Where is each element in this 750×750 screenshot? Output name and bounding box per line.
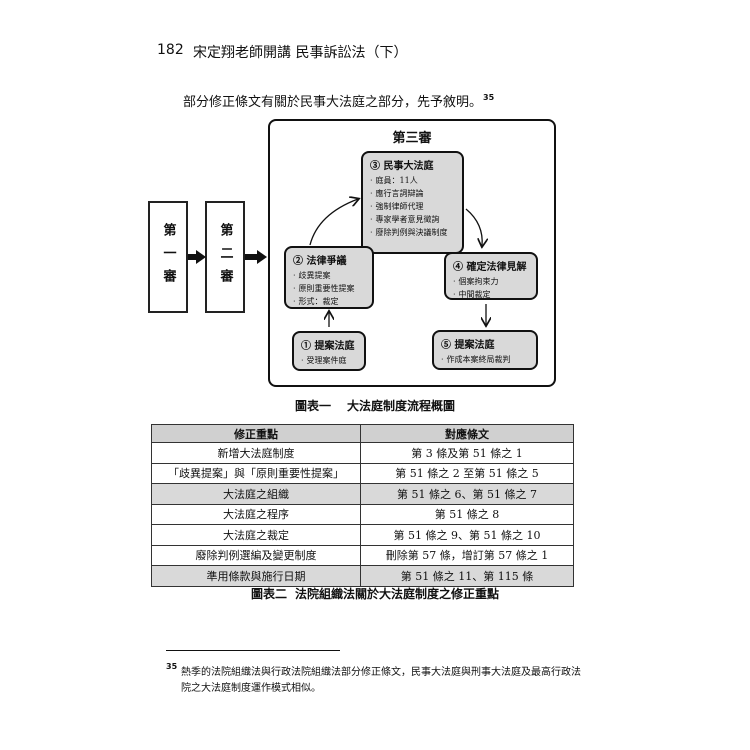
filing-chamber-item: 受理案件庭 bbox=[301, 354, 357, 367]
table-row: 大法庭之程序 第 51 條之 8 bbox=[151, 503, 574, 525]
legal-dispute-item: 形式：裁定 bbox=[293, 295, 365, 308]
first-instance-box: 第一審 bbox=[148, 201, 188, 313]
figure1-caption: 圖表一 大法庭制度流程概圖 bbox=[0, 397, 750, 414]
table-row: 廢除判例選編及變更制度 刪除第 57 條，增訂第 57 條之 1 bbox=[151, 544, 574, 566]
table-cell: 刪除第 57 條，增訂第 57 條之 1 bbox=[360, 544, 574, 566]
table-header-row: 修正重點 對應條文 bbox=[151, 424, 574, 443]
final-ruling-item: 作成本案終局裁判 bbox=[441, 353, 529, 366]
legal-view-item: 個案拘束力 bbox=[453, 275, 529, 288]
table-cell: 大法庭之程序 bbox=[151, 503, 361, 525]
legal-view-node: ④ 確定法律見解 個案拘束力 中間裁定 bbox=[444, 252, 538, 300]
grand-chamber-item: 強制律師代理 bbox=[370, 200, 455, 213]
running-head: 宋定翔老師開講 民事訴訟法（下） bbox=[193, 45, 408, 61]
legal-dispute-item: 原則重要性提案 bbox=[293, 282, 365, 295]
figure2-caption: 圖表二法院組織法關於大法庭制度之修正重點 bbox=[0, 585, 750, 602]
table-cell: 第 51 條之 6、第 51 條之 7 bbox=[360, 483, 574, 505]
third-instance-frame bbox=[268, 119, 556, 387]
arrow-grand-to-legal-view bbox=[465, 208, 482, 246]
table-cell: 新增大法庭制度 bbox=[151, 442, 361, 464]
intro-text: 部分修正條文有關於民事大法庭之部分，先予敘明。 bbox=[183, 95, 483, 110]
amendment-table: 修正重點 對應條文 新增大法庭制度 第 3 條及第 51 條之 1 「歧異提案」… bbox=[151, 424, 574, 587]
column-header: 修正重點 bbox=[151, 424, 361, 443]
table-cell: 第 3 條及第 51 條之 1 bbox=[360, 442, 574, 464]
arrow-second-to-third bbox=[245, 250, 267, 264]
column-header: 對應條文 bbox=[360, 424, 574, 443]
footnote-mark: 35 bbox=[166, 662, 178, 671]
table-cell: 準用條款與施行日期 bbox=[151, 565, 361, 587]
filing-chamber-title: ① 提案法庭 bbox=[301, 341, 355, 352]
footnote-reference[interactable]: 35 bbox=[483, 93, 495, 102]
footnote-text: 熱季的法院組織法與行政法院組織法部分修正條文，民事大法庭與刑事大法庭及最高行政法… bbox=[181, 667, 581, 694]
table-row: 大法庭之組織 第 51 條之 6、第 51 條之 7 bbox=[151, 483, 574, 505]
grand-chamber-item: 廢除判例與決議制度 bbox=[370, 226, 455, 239]
figure2-caption-text: 法院組織法關於大法庭制度之修正重點 bbox=[295, 587, 500, 601]
figure1-caption-label: 圖表一 bbox=[294, 399, 331, 413]
figure1-caption-text: 大法庭制度流程概圖 bbox=[347, 399, 456, 413]
table-cell: 第 51 條之 2 至第 51 條之 5 bbox=[360, 462, 574, 484]
grand-chamber-item: 應行言詞辯論 bbox=[370, 187, 455, 200]
table-row: 新增大法庭制度 第 3 條及第 51 條之 1 bbox=[151, 442, 574, 464]
legal-view-item: 中間裁定 bbox=[453, 288, 529, 301]
figure2-caption-label: 圖表二 bbox=[250, 587, 287, 601]
arrow-referral-to-grand bbox=[309, 199, 358, 246]
first-instance-label: 第一審 bbox=[160, 222, 176, 292]
table-cell: 廢除判例選編及變更制度 bbox=[151, 544, 361, 566]
filing-chamber-node: ① 提案法庭 受理案件庭 bbox=[292, 331, 366, 371]
table-cell: 第 51 條之 9、第 51 條之 10 bbox=[360, 524, 574, 546]
table-cell: 「歧異提案」與「原則重要性提案」 bbox=[151, 462, 361, 484]
flow-arrows bbox=[309, 119, 556, 387]
grand-chamber-item: 專家學者意見徵詢 bbox=[370, 213, 455, 226]
legal-dispute-title: ② 法律爭議 bbox=[293, 256, 347, 267]
second-instance-box: 第二審 bbox=[205, 201, 245, 313]
table-cell: 大法庭之裁定 bbox=[151, 524, 361, 546]
intro-paragraph: 部分修正條文有關於民事大法庭之部分，先予敘明。35 bbox=[183, 91, 494, 110]
arrow-first-to-second bbox=[188, 250, 206, 264]
grand-chamber-title: ③ 民事大法庭 bbox=[370, 161, 434, 172]
grand-chamber-item: 庭員：11人 bbox=[370, 174, 455, 187]
table-cell: 第 51 條之 11、第 115 條 bbox=[360, 565, 574, 587]
third-instance-title: 第三審 bbox=[392, 131, 432, 146]
table-row: 準用條款與施行日期 第 51 條之 11、第 115 條 bbox=[151, 565, 574, 587]
table-row: 大法庭之裁定 第 51 條之 9、第 51 條之 10 bbox=[151, 524, 574, 546]
table-cell: 大法庭之組織 bbox=[151, 483, 361, 505]
page-number: 182 bbox=[157, 42, 184, 58]
legal-view-title: ④ 確定法律見解 bbox=[453, 262, 527, 273]
footnote-divider bbox=[166, 650, 340, 651]
table-cell: 第 51 條之 8 bbox=[360, 503, 574, 525]
legal-dispute-item: 歧異提案 bbox=[293, 269, 365, 282]
legal-dispute-node: ② 法律爭議 歧異提案 原則重要性提案 形式：裁定 bbox=[284, 246, 374, 309]
second-instance-label: 第二審 bbox=[217, 222, 233, 292]
final-ruling-title: ⑤ 提案法庭 bbox=[441, 340, 495, 351]
final-ruling-node: ⑤ 提案法庭 作成本案終局裁判 bbox=[432, 330, 538, 370]
table-row: 「歧異提案」與「原則重要性提案」 第 51 條之 2 至第 51 條之 5 bbox=[151, 462, 574, 484]
grand-chamber-node: ③ 民事大法庭 庭員：11人 應行言詞辯論 強制律師代理 專家學者意見徵詢 廢除… bbox=[361, 151, 464, 254]
